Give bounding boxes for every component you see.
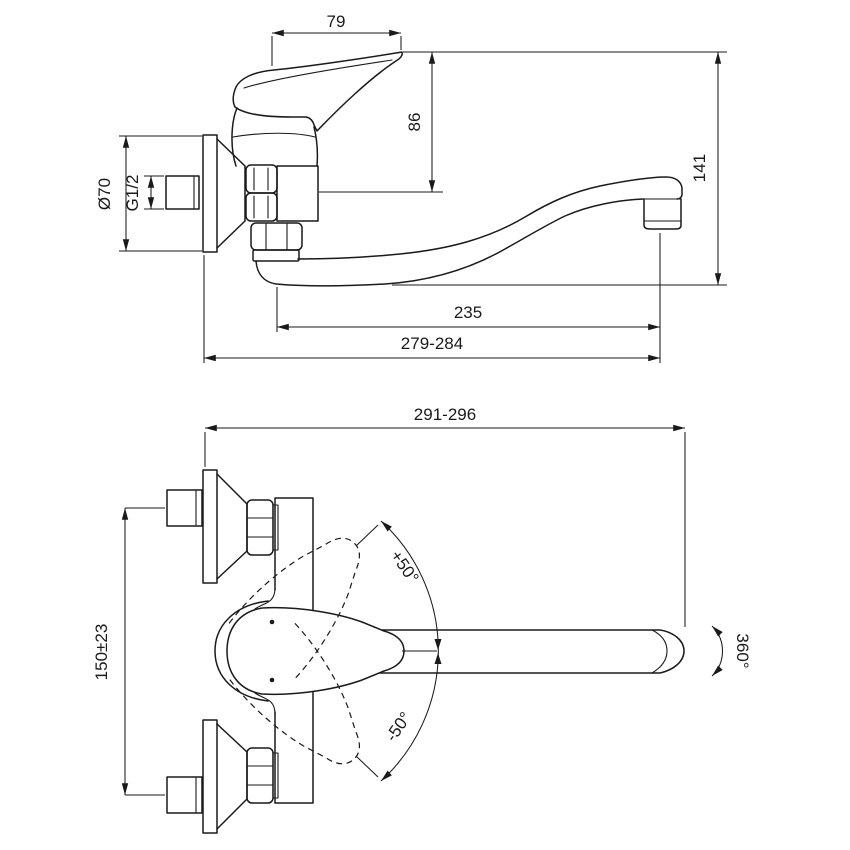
hex-nut-plan-lower [246, 747, 274, 804]
spout-rotation-arc [711, 625, 724, 677]
handle-top-inner-line [243, 59, 393, 89]
dim-label-rosette-diameter: Ø70 [95, 178, 114, 210]
spout-nut-side [250, 222, 303, 251]
rosette-cone-plan-upper [216, 473, 248, 580]
body-cap-fillets [254, 587, 276, 715]
side-view: 79 86 141 Ø70 G1/2 235 279-284 [95, 12, 727, 363]
rosette-cone-plan-lower [216, 723, 248, 830]
spout-plan [319, 629, 685, 674]
handle-lever-plan [226, 606, 405, 696]
dim-label-center-distance: 150±23 [92, 624, 111, 681]
leader-line [355, 755, 379, 778]
reference-arrow-down [434, 639, 442, 650]
spout-bottom-edge [255, 198, 644, 287]
dome-right-edge [313, 126, 319, 167]
body-plate-plan [274, 497, 314, 804]
dome-left-edge [231, 107, 238, 167]
reference-arrow-up [434, 653, 442, 664]
handle-lever-side [232, 51, 403, 132]
handle-cap-ring [214, 600, 269, 702]
dim-label-handle-angle-down: -50° [382, 709, 416, 746]
spout-nut-facets [265, 223, 288, 250]
valve-body-block [276, 165, 319, 222]
dim-label-total-width: 291-296 [414, 405, 476, 424]
dim-label-handle-angle-up: +50° [387, 547, 423, 587]
thread-nipple-plan-lower [166, 776, 203, 814]
spout-top-edge [297, 176, 683, 260]
hex-nut-plan-upper [246, 499, 274, 556]
hex-facet-lines [247, 517, 273, 538]
thread-nipple-side [165, 175, 200, 210]
rosette-cone-side [216, 138, 246, 249]
handle-screw-dot [269, 677, 275, 683]
dome-parting-line [232, 132, 316, 138]
dim-label-connection-thread: G1/2 [123, 175, 142, 212]
hex-facet-lines [247, 765, 273, 786]
leader-line [355, 524, 379, 547]
handle-screw-dot [269, 619, 275, 625]
dim-label-handle-height: 86 [405, 113, 424, 132]
spout-washer [252, 249, 300, 262]
spout-end-cap-line [651, 629, 668, 674]
dim-label-spout-rotation: 360° [733, 633, 752, 668]
plan-view: +50° -50° 360° 291-296 150±23 [92, 405, 752, 834]
wall-rosette-plate-side [202, 134, 218, 253]
hex-facet-lines [253, 167, 269, 219]
aerator-side [643, 198, 682, 230]
dim-label-total-depth: 279-284 [401, 334, 463, 353]
handle-swing-arc [380, 520, 439, 782]
hex-connector-lower [245, 192, 278, 222]
wall-rosette-plate-plan-lower [202, 719, 218, 834]
dim-label-total-height: 141 [690, 154, 709, 182]
dim-label-spout-reach: 235 [454, 303, 482, 322]
thread-nipple-plan-upper [166, 489, 203, 527]
hex-connector-upper [245, 164, 278, 194]
wall-rosette-plate-plan-upper [202, 469, 218, 584]
dim-label-handle-projection: 79 [327, 12, 346, 31]
